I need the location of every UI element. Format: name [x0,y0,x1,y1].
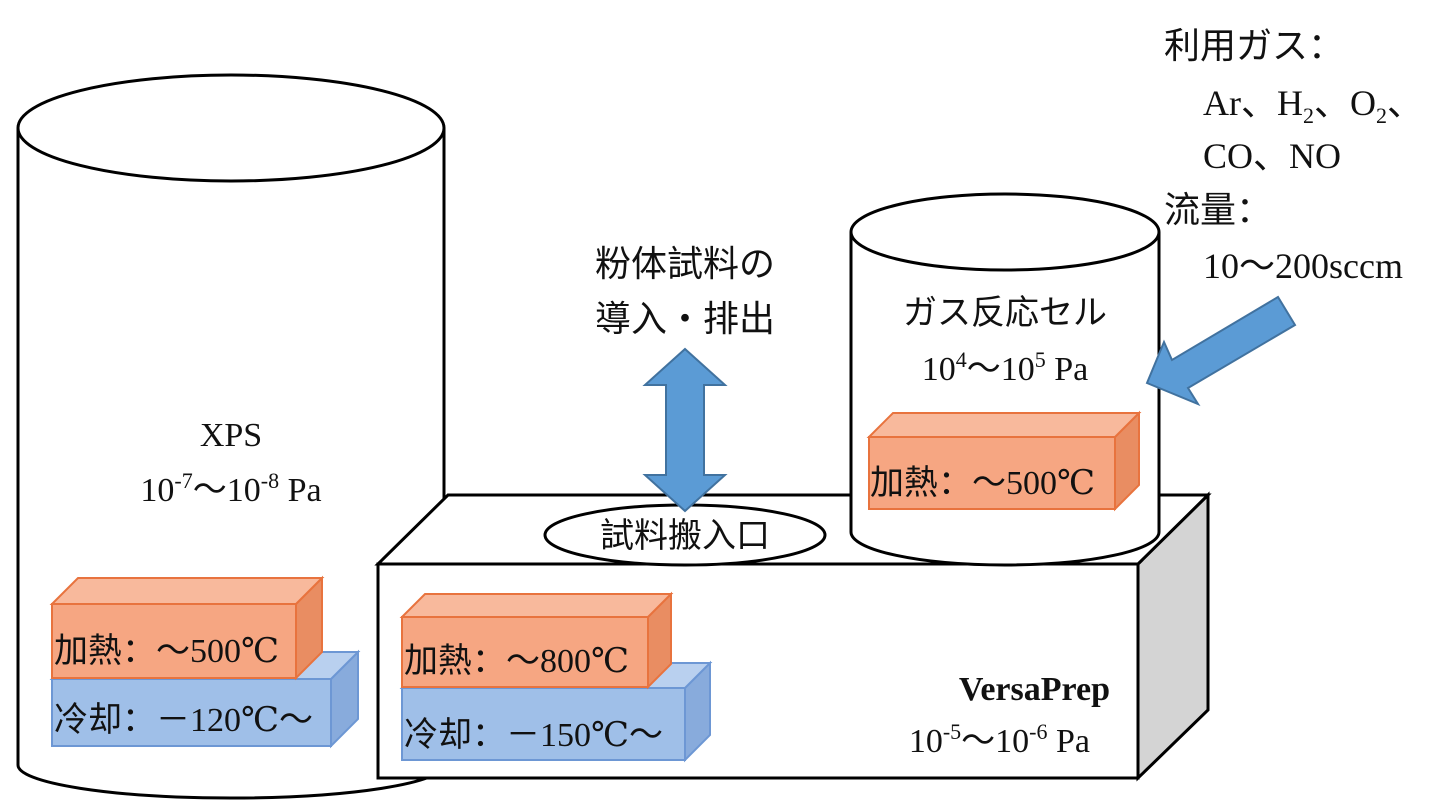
versaprep-cool-label: 冷却：－150℃～ [404,716,663,754]
flow-label: 流量： [1164,190,1272,230]
gas-list-line1: Ar、H2、O2、 [1203,83,1423,128]
xps-title: XPS [200,417,262,454]
xps-heat-label: 加熱：～500℃ [54,632,279,670]
xps-heater-block [49,575,325,681]
flow-value: 10～200sccm [1203,246,1403,286]
gas-inlet-arrow [1145,295,1297,407]
versaprep-title: VersaPrep [959,671,1110,708]
sample-port-label: 試料搬入口 [600,517,770,555]
versaprep-heater-block [399,591,674,690]
versaprep-pressure: 10-5～10-6 Pa [909,719,1090,760]
powder-transfer-double-arrow [642,347,728,513]
powder-label-line1: 粉体試料の [595,244,775,284]
gas-cell-pressure: 104～105 Pa [922,347,1089,388]
gas-cell-title: ガス反応セル [903,294,1107,332]
gas-label: 利用ガス： [1164,26,1344,66]
xps-cool-label: 冷却：－120℃～ [54,701,313,739]
xps-pressure: 10-7～10-8 Pa [140,468,321,509]
powder-label-line2: 導入・排出 [595,299,775,339]
gas-cell-heater-block [866,410,1142,512]
gas-list-line2: CO、NO [1203,136,1341,176]
gas-cell-heat-label: 加熱：～500℃ [870,464,1095,502]
versaprep-heat-label: 加熱：～800℃ [404,642,629,680]
